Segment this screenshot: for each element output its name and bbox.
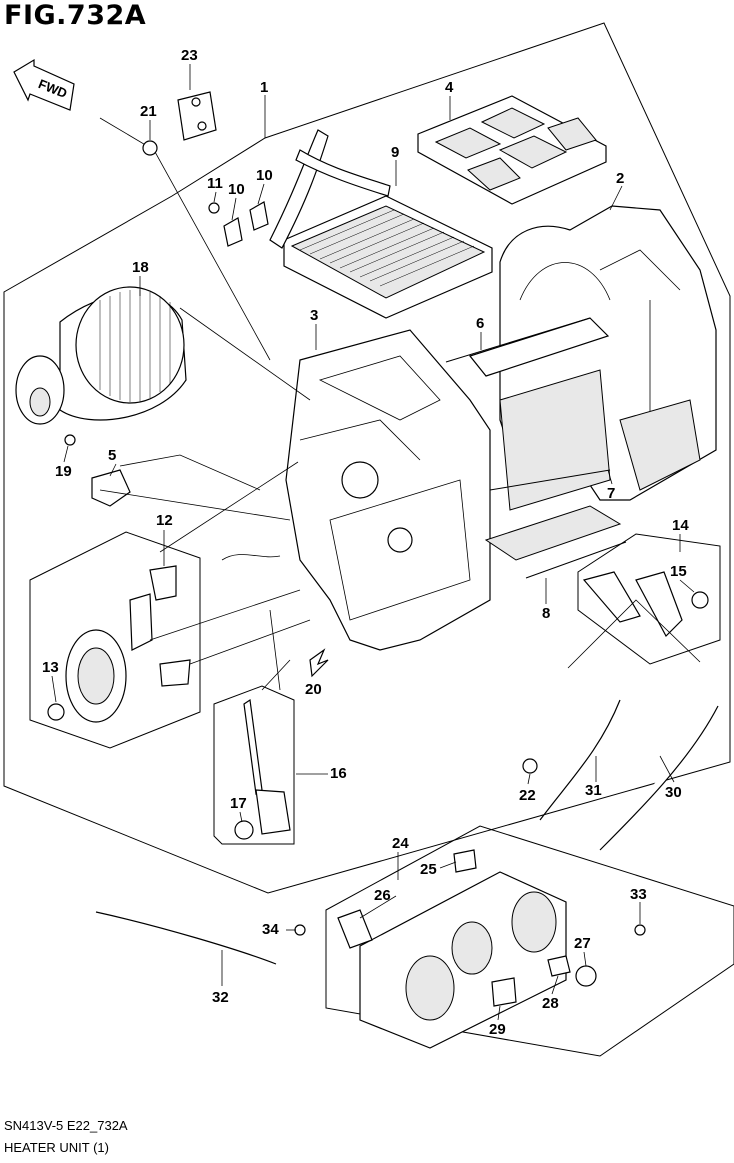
blower-resistor: [91, 469, 131, 507]
callout-2: 2: [616, 170, 624, 187]
mode-doors: [445, 317, 627, 579]
callout-6: 6: [476, 315, 484, 332]
callout-13: 13: [42, 659, 59, 676]
callout-3: 3: [310, 307, 318, 324]
callout-4: 4: [445, 79, 454, 96]
control-cable-30: [599, 705, 719, 851]
callout-25: 25: [420, 861, 437, 878]
callout-17: 17: [230, 795, 247, 812]
control-cable-32: [95, 911, 277, 965]
callout-31: 31: [585, 782, 602, 799]
callout-20: 20: [305, 681, 322, 698]
callout-29: 29: [489, 1021, 506, 1038]
callout-19: 19: [55, 463, 72, 480]
control-panel-outline: [325, 825, 734, 1057]
link-rod: [234, 698, 291, 840]
callout-labels: 1 2 3 4 5 6 7 8 9 10 10 11 12 13 14 15 1…: [42, 47, 689, 1038]
callout-33: 33: [630, 886, 647, 903]
callout-18: 18: [132, 259, 149, 276]
heater-control-unit: [337, 849, 567, 1049]
control-cable-31: [539, 699, 621, 821]
damper-actuator: [582, 571, 709, 637]
callout-11: 11: [207, 175, 223, 192]
callout-9: 9: [391, 144, 399, 161]
heater-core: [269, 129, 493, 319]
figure-title: FIG.732A: [4, 0, 147, 31]
damper-actuator-outline: [577, 533, 721, 665]
clamps: [223, 201, 269, 247]
callout-14: 14: [672, 517, 689, 534]
callout-24: 24: [392, 835, 409, 852]
callout-12: 12: [156, 512, 173, 529]
seal-frame: [417, 95, 607, 205]
callout-28: 28: [542, 995, 559, 1012]
callout-32: 32: [212, 989, 229, 1006]
callout-22: 22: [519, 787, 536, 804]
mode-actuator: [47, 565, 191, 723]
knob-parts: [491, 955, 597, 1007]
callout-34: 34: [262, 921, 279, 938]
callout-26: 26: [374, 887, 391, 904]
callout-23: 23: [181, 47, 198, 64]
callout-21: 21: [140, 103, 157, 120]
fwd-arrow-icon: FWD: [13, 58, 75, 111]
callout-1: 1: [260, 79, 268, 96]
heater-case-left: [285, 329, 491, 651]
callout-8: 8: [542, 605, 550, 622]
footer-name: HEATER UNIT (1): [4, 1140, 109, 1155]
callout-7: 7: [607, 485, 615, 502]
callout-10a: 10: [228, 181, 245, 198]
actuator-group-outline: [29, 531, 201, 749]
screws: [64, 140, 646, 936]
clip: [309, 648, 329, 678]
footer-code: SN413V-5 E22_732A: [4, 1118, 128, 1133]
main-assembly-outline: [3, 22, 731, 894]
callout-5: 5: [108, 447, 116, 464]
link-rod-outline: [213, 685, 295, 845]
callout-27: 27: [574, 935, 591, 952]
callout-16: 16: [330, 765, 347, 782]
callout-30: 30: [665, 784, 682, 801]
grommet: [177, 91, 217, 141]
blower-motor: [15, 286, 187, 425]
callout-10b: 10: [256, 167, 273, 184]
callout-15: 15: [670, 563, 687, 580]
